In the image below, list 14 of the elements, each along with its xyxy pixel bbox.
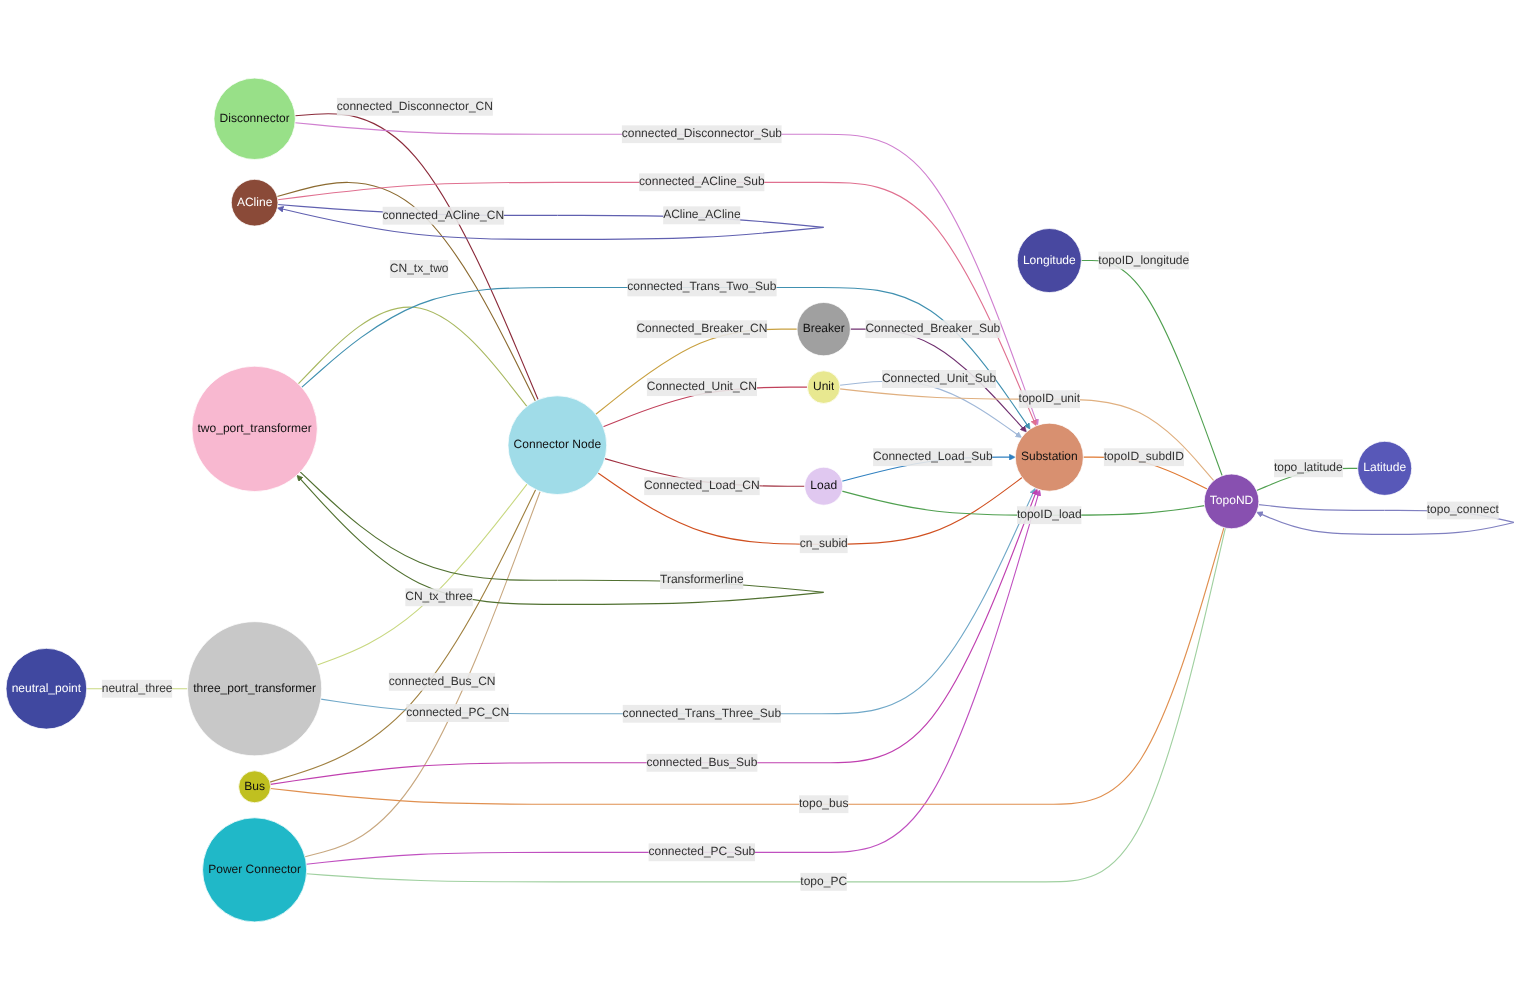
connector [597, 472, 1023, 545]
connector [595, 328, 798, 415]
arrow [269, 488, 1039, 785]
connector [276, 181, 536, 402]
arrow [849, 328, 1027, 433]
connector [294, 113, 539, 401]
connector [269, 489, 537, 783]
connector [304, 490, 541, 858]
connector [269, 527, 1225, 805]
arrow [305, 489, 1042, 865]
connector [316, 483, 528, 666]
connector [297, 306, 528, 407]
connector [305, 527, 1226, 883]
connector [1080, 260, 1223, 477]
